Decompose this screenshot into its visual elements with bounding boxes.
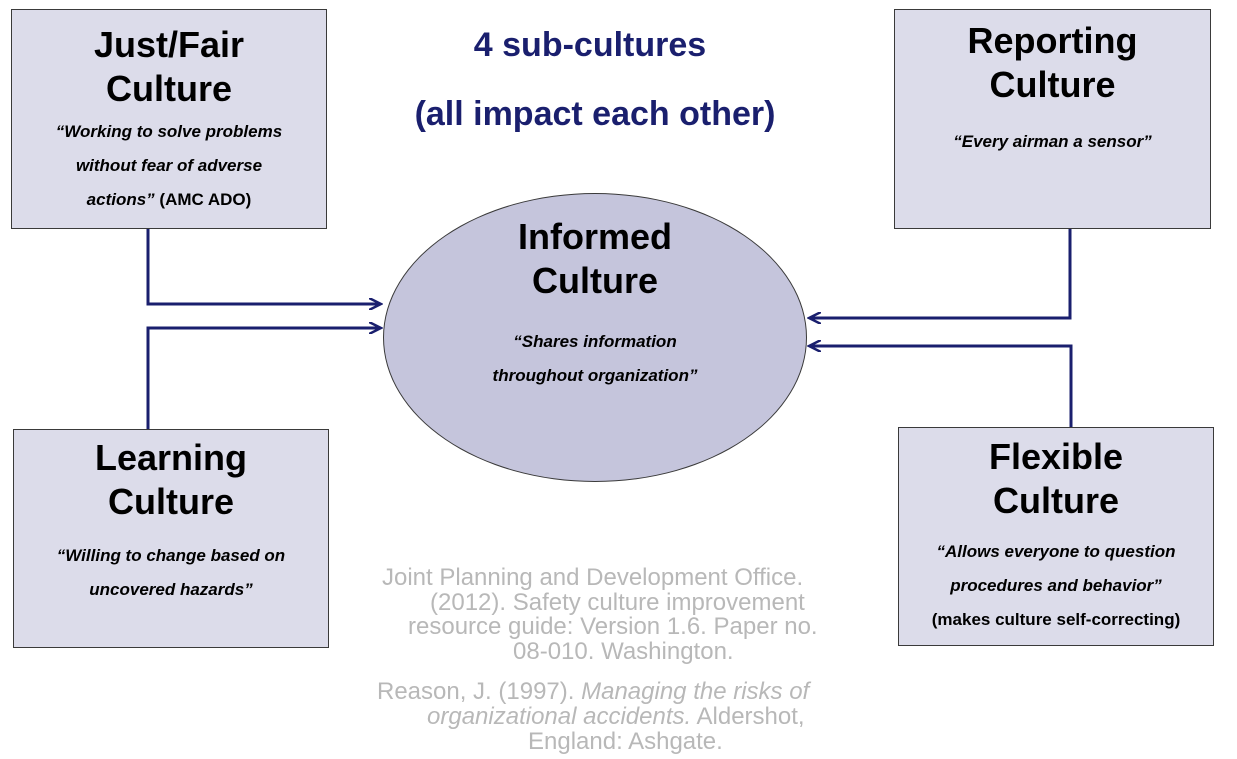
flexible-culture-box: Flexible Culture “Allows everyone to que…: [898, 427, 1214, 646]
informed-quote-line1: “Shares information: [513, 332, 677, 351]
just-fair-quote-line2: without fear of adverse: [75, 156, 263, 175]
citation-1-line3: resource guide: Version 1.6. Paper no.: [408, 613, 818, 640]
just-fair-title-line2: Culture: [106, 68, 232, 109]
flexible-quote-line2: procedures and behavior”: [950, 576, 1162, 595]
citation-2-line3: England: Ashgate.: [528, 728, 723, 755]
reporting-title-line1: Reporting: [967, 20, 1138, 61]
informed-culture-ellipse: Informed Culture “Shares information thr…: [383, 193, 807, 482]
citation-1-line1: Joint Planning and Development Office.: [382, 564, 804, 591]
learning-title-line2: Culture: [108, 481, 234, 522]
flexible-quote-line1: “Allows everyone to question: [936, 542, 1176, 561]
citation-1-line2: (2012). Safety culture improvement: [430, 589, 805, 616]
diagram-heading-line2: (all impact each other): [414, 95, 776, 133]
informed-title-line1: Informed: [517, 216, 672, 257]
learning-quote-line1: “Willing to change based on: [56, 546, 286, 565]
informed-title-line2: Culture: [532, 260, 658, 301]
reporting-quote: “Every airman a sensor”: [953, 132, 1152, 151]
just-fair-title-line1: Just/Fair: [93, 24, 245, 65]
just-fair-attribution: (AMC ADO): [154, 190, 252, 209]
learning-title-line1: Learning: [94, 437, 247, 478]
arrow-just-fair-to-informed: [146, 229, 381, 304]
learning-culture-box: Learning Culture “Willing to change base…: [13, 429, 329, 648]
citation-2-line2: organizational accidents. Aldershot,: [427, 703, 805, 730]
arrow-flexible-to-informed: [809, 346, 1073, 427]
citation-2-place: Aldershot,: [691, 703, 805, 730]
arrow-learning-to-informed: [146, 328, 381, 429]
flexible-title-line2: Culture: [993, 480, 1119, 521]
just-fair-quote-line1: “Working to solve problems: [55, 122, 283, 141]
reporting-title-line2: Culture: [989, 64, 1116, 105]
flexible-note: (makes culture self-correcting): [931, 610, 1181, 629]
citation-2-title-part2: organizational accidents.: [427, 703, 692, 730]
citation-2-author: Reason, J. (1997).: [377, 678, 582, 705]
informed-quote-line2: throughout organization”: [492, 366, 698, 385]
diagram-heading-line1: 4 sub-cultures: [473, 26, 707, 64]
citation-2-title-part1: Managing the risks of: [581, 678, 810, 705]
flexible-title-line1: Flexible: [988, 436, 1124, 477]
reporting-culture-box: Reporting Culture “Every airman a sensor…: [894, 9, 1211, 229]
citation-1-line4: 08-010. Washington.: [513, 638, 734, 665]
just-fair-quote-end: actions”: [86, 190, 155, 209]
arrow-reporting-to-informed: [809, 229, 1072, 318]
citation-2-line1: Reason, J. (1997). Managing the risks of: [377, 678, 810, 705]
just-fair-culture-box: Just/Fair Culture “Working to solve prob…: [11, 9, 327, 229]
learning-quote-line2: uncovered hazards”: [89, 580, 253, 599]
just-fair-quote-line3: actions” (AMC ADO): [12, 183, 326, 217]
